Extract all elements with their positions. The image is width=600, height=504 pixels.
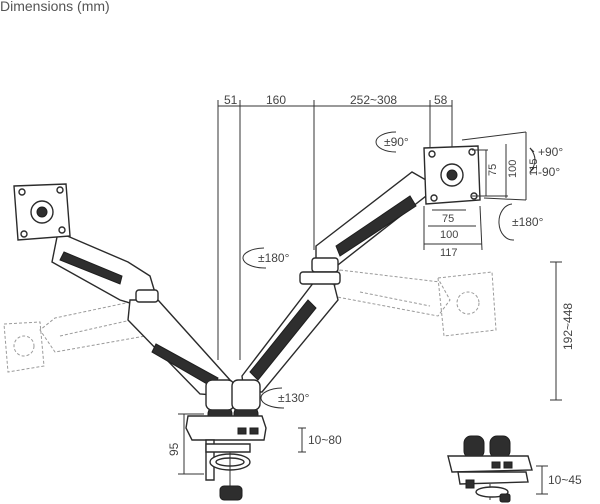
arm-height-range-label: 192~448 (561, 303, 575, 350)
ghost-left-arm (3, 299, 146, 373)
tilt-arrow-icon (529, 147, 536, 173)
vesa-height-100-label: 100 (507, 160, 519, 178)
tilt-positive-label: +90° (538, 145, 563, 159)
left-arm (51, 231, 231, 397)
right-arm (241, 171, 427, 393)
left-vesa-plate (13, 183, 71, 241)
swivel-mid-icon (242, 247, 267, 269)
base-height-dimension (178, 413, 204, 475)
swivel-base-icon (260, 387, 285, 409)
vesa-width-117-label: 117 (440, 247, 458, 259)
vesa-height-75-label: 75 (487, 164, 499, 176)
vesa-dimension-lines (423, 131, 527, 251)
clamp-range-label: 10~80 (308, 433, 342, 447)
rotate-top-icon (375, 131, 397, 153)
ghost-right-arm (331, 269, 497, 337)
diagram-title: Dimensions (mm) (0, 0, 110, 14)
tilt-negative-label: -90° (538, 165, 560, 179)
top-dimension-lines (217, 100, 453, 360)
rotate-right-icon (498, 203, 515, 241)
vesa-width-100-label: 100 (440, 229, 458, 241)
swivel-base-label: ±130° (278, 391, 310, 405)
grommet-range-dimension (536, 465, 548, 495)
grommet-range-label: 10~45 (548, 473, 582, 487)
grommet-mount (447, 435, 533, 503)
dim-252-308-label: 252~308 (350, 93, 397, 107)
rotate-right-label: ±180° (512, 215, 544, 229)
arm-height-dimension (550, 261, 562, 401)
right-vesa-plate (423, 145, 481, 205)
rotate-top-label: ±90° (384, 135, 409, 149)
dim-51-label: 51 (224, 93, 238, 107)
dim-58-label: 58 (434, 93, 448, 107)
dim-160-label: 160 (266, 93, 286, 107)
base-height-label: 95 (167, 442, 181, 456)
vesa-width-75-label: 75 (442, 213, 454, 225)
clamp-range-dimension (298, 427, 306, 453)
swivel-mid-label: ±180° (258, 251, 290, 265)
pole-and-clamp (185, 379, 267, 501)
